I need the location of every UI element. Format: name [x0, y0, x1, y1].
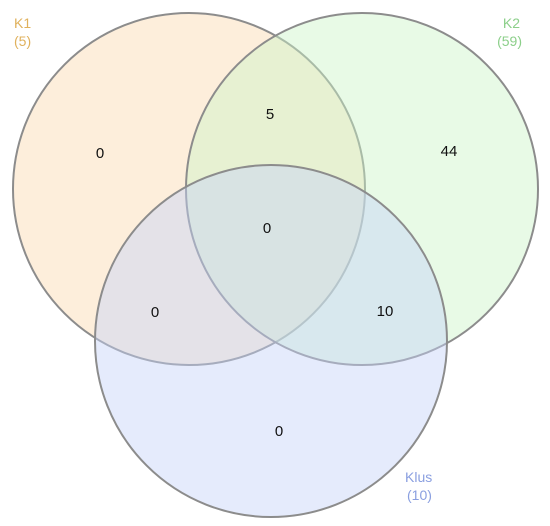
region-count-k2-only: 44 — [441, 143, 458, 160]
region-count-k1-only: 0 — [96, 145, 104, 162]
set-label-klus-size: (10) — [407, 487, 432, 503]
set-label-klus-name: Klus — [405, 469, 432, 485]
set-circle-k2 — [185, 12, 539, 366]
region-counts: 0 5 44 0 0 10 0 — [96, 106, 458, 440]
region-count-k2-klus: 10 — [377, 303, 394, 320]
set-label-k1-size: (5) — [14, 33, 31, 49]
set-labels: K1 (5) K2 (59) Klus (10) — [14, 15, 522, 503]
set-circle-klus — [94, 164, 448, 518]
region-count-all: 0 — [263, 220, 271, 237]
set-label-k2-name: K2 — [503, 15, 520, 31]
region-count-klus-only: 0 — [275, 423, 283, 440]
set-label-k2-size: (59) — [497, 33, 522, 49]
set-circle-k1 — [12, 12, 366, 366]
set-label-k1-name: K1 — [14, 15, 31, 31]
set-circles — [12, 12, 539, 518]
region-count-k1-klus: 0 — [151, 304, 159, 321]
region-count-k1-k2: 5 — [266, 106, 274, 123]
